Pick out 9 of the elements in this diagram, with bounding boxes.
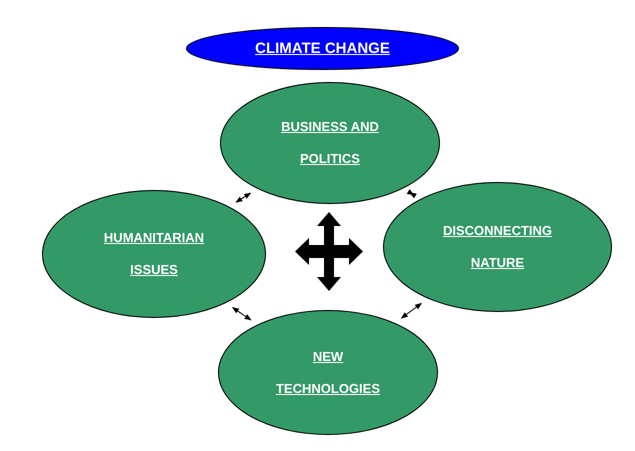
double-arrow xyxy=(400,302,422,319)
topic-label: BUSINESS AND POLITICS xyxy=(280,118,380,168)
double-arrow xyxy=(406,189,417,198)
topic-label: HUMANITARIAN ISSUES xyxy=(102,229,206,279)
double-arrow xyxy=(235,192,252,203)
topic-label: DISCONNECTING NATURE xyxy=(442,222,554,272)
topic-label: CLIMATE CHANGE xyxy=(255,38,390,58)
double-arrow xyxy=(232,307,252,320)
topic-label: NEW TECHNOLOGIES xyxy=(274,348,381,398)
